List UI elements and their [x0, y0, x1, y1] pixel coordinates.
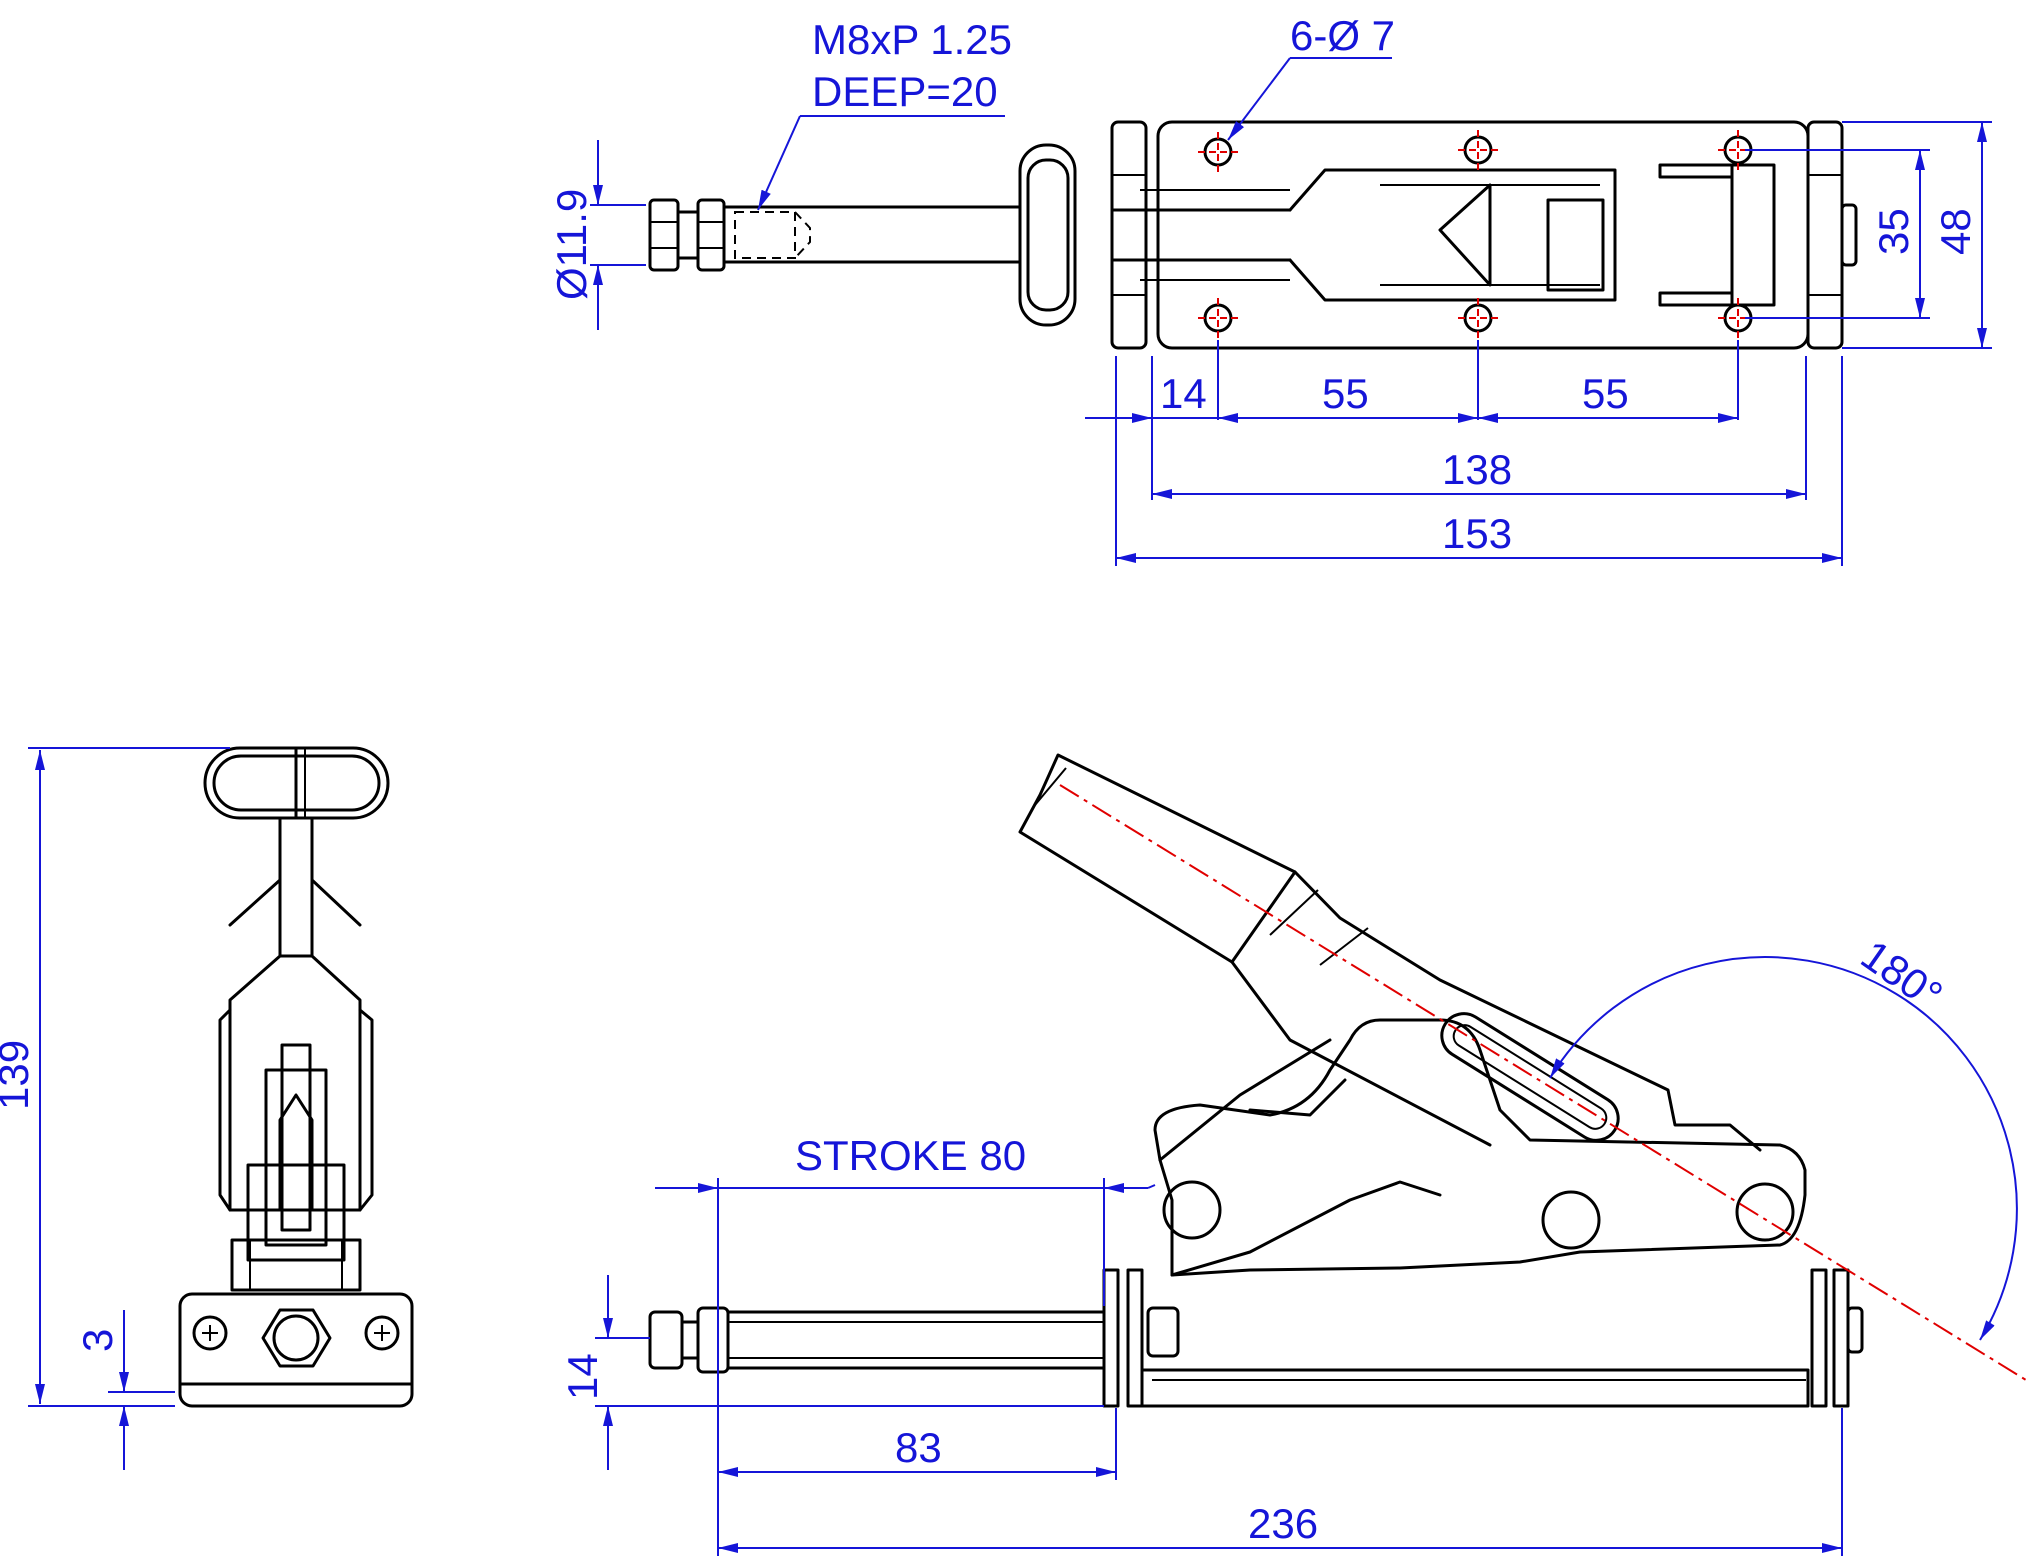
side-view-dimensions: STROKE 80 14 83 236 180° [559, 931, 2018, 1556]
dim-153-label: 153 [1442, 510, 1512, 557]
dim-48-label: 48 [1932, 208, 1979, 255]
top-view-dimensions: M8xP 1.25 DEEP=20 6-Ø 7 Ø11.9 35 48 [548, 12, 1992, 566]
dim-14-top-label: 14 [1160, 370, 1207, 417]
dim-138-label: 138 [1442, 446, 1512, 493]
dim-139-label: 139 [0, 1040, 37, 1110]
dia-label: Ø11.9 [548, 189, 595, 300]
dim-14-side-label: 14 [559, 1353, 606, 1400]
side-view [648, 753, 2027, 1408]
deep-label: DEEP=20 [812, 68, 998, 115]
stroke-label: STROKE 80 [795, 1132, 1026, 1179]
dim-55-right-label: 55 [1582, 370, 1629, 417]
dim-83-label: 83 [895, 1424, 942, 1471]
dim-55-left-label: 55 [1322, 370, 1369, 417]
dim-35-label: 35 [1870, 208, 1917, 255]
top-view [648, 120, 1858, 350]
thread-label: M8xP 1.25 [812, 16, 1012, 63]
end-view-dimensions: 139 3 [0, 747, 230, 1470]
dim-236-label: 236 [1248, 1500, 1318, 1547]
end-view [178, 746, 414, 1408]
holes-label: 6-Ø 7 [1290, 12, 1395, 59]
angle-label: 180° [1853, 931, 1951, 1019]
dim-3-label: 3 [74, 1329, 121, 1352]
